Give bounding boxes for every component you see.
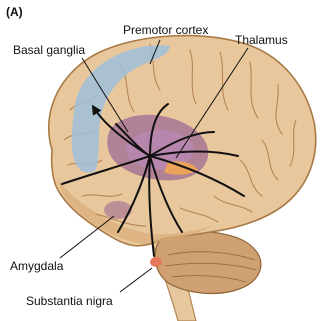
label-premotor-cortex: Premotor cortex bbox=[123, 23, 208, 37]
label-amygdala: Amygdala bbox=[10, 259, 64, 273]
label-thalamus: Thalamus bbox=[235, 33, 288, 47]
label-basal-ganglia: Basal ganglia bbox=[13, 43, 85, 57]
substantia-nigra-region bbox=[150, 257, 162, 267]
label-substantia-nigra: Substantia nigra bbox=[26, 294, 113, 308]
cerebellum bbox=[155, 231, 261, 293]
panel-label: (A) bbox=[6, 5, 23, 19]
